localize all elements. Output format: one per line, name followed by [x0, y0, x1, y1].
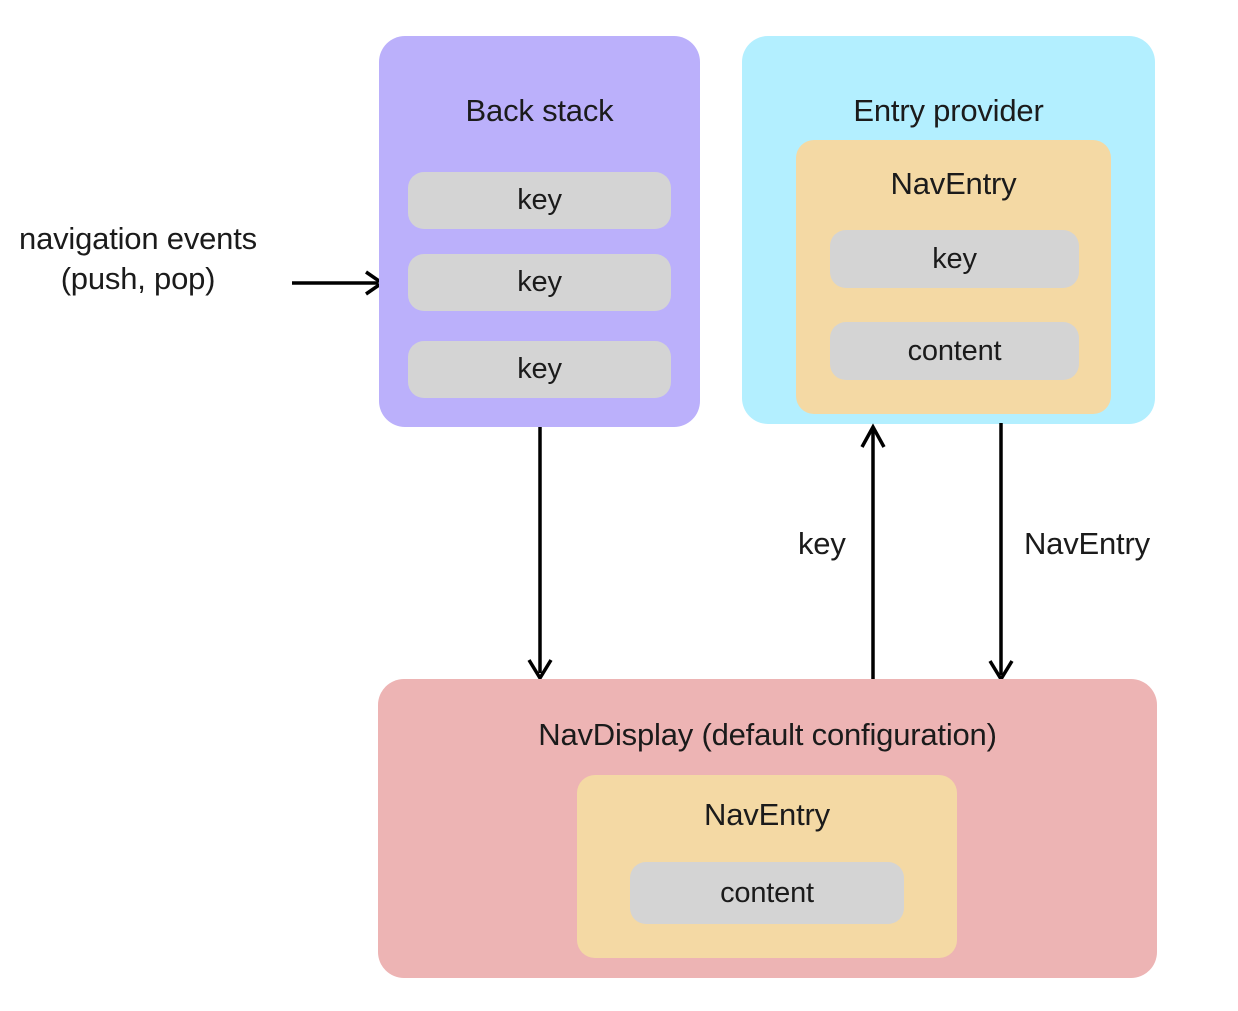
navigation-events-label-line2: (push, pop) [60, 261, 216, 296]
back-stack-key-chip-2[interactable]: key [408, 254, 671, 311]
nav-display-nav-entry-title: NavEntry [704, 797, 830, 832]
navigation-events-label: navigation events (push, pop) [6, 219, 270, 299]
back-stack-title: Back stack [465, 93, 614, 128]
nav-display-nav-entry-box[interactable]: NavEntry content [577, 775, 957, 958]
entry-provider-title: Entry provider [853, 93, 1044, 128]
navigation-events-arrow [292, 270, 386, 296]
entry-provider-content-chip[interactable]: content [830, 322, 1079, 380]
back-stack-box[interactable]: Back stack key key key [379, 36, 700, 427]
nav-entry-arrow-label: NavEntry [1024, 526, 1150, 561]
nav-entry-arrow [988, 423, 1014, 683]
back-stack-key-chip-3[interactable]: key [408, 341, 671, 398]
entry-provider-nav-entry-title: NavEntry [890, 166, 1017, 201]
back-stack-to-nav-display-arrow [527, 427, 553, 682]
nav-display-content-chip[interactable]: content [630, 862, 904, 924]
nav-display-title: NavDisplay (default configuration) [538, 717, 997, 752]
back-stack-key-chip-1[interactable]: key [408, 172, 671, 229]
entry-provider-nav-entry-box[interactable]: NavEntry key content [796, 140, 1111, 414]
navigation-events-label-line1: navigation events [19, 221, 257, 256]
entry-provider-box[interactable]: Entry provider NavEntry key content [742, 36, 1155, 424]
nav-display-box[interactable]: NavDisplay (default configuration) NavEn… [378, 679, 1157, 978]
key-arrow-label: key [798, 526, 846, 561]
key-arrow [860, 423, 886, 683]
entry-provider-key-chip[interactable]: key [830, 230, 1079, 288]
